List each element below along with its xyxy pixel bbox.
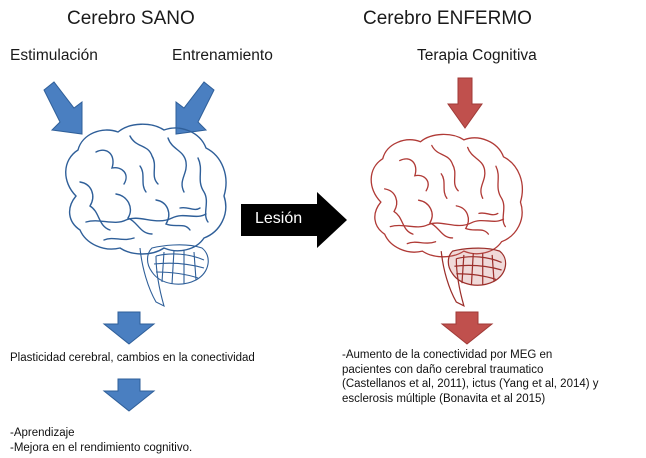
arrow-down-red-icon <box>447 77 483 129</box>
cognitive-therapy-label: Terapia Cognitiva <box>417 47 537 64</box>
stimulation-label: Estimulación <box>10 47 98 64</box>
lesion-label: Lesión <box>255 210 303 227</box>
arrow-down-blue-2-icon <box>102 378 156 412</box>
outcome-line: pacientes con daño cerebral traumatico <box>342 363 544 376</box>
arrow-diagonal-right-icon <box>175 81 215 135</box>
brain-blue-icon <box>65 123 227 308</box>
outcome-line: -Aprendizaje <box>10 427 75 439</box>
plasticity-outcome: Plasticidad cerebral, cambios en la cone… <box>10 352 255 364</box>
sick-brain-title: Cerebro ENFERMO <box>363 8 532 29</box>
outcome-line: -Mejora en el rendimiento cognitivo. <box>10 441 193 454</box>
arrow-diagonal-left-icon <box>43 81 83 135</box>
brain-red-icon <box>370 133 523 308</box>
outcome-line: esclerosis múltiple (Bonavita et al 2015… <box>342 392 546 405</box>
learning-outcome-list: -Aprendizaje -Mejora en el rendimiento c… <box>10 426 192 455</box>
training-label: Entrenamiento <box>172 47 273 64</box>
arrow-down-blue-1-icon <box>102 311 156 345</box>
outcome-line: (Castellanos et al, 2011), ictus (Yang e… <box>342 378 599 390</box>
arrow-down-red-output-icon <box>440 311 494 345</box>
meg-connectivity-outcome: -Aumento de la conectividad por MEG en p… <box>342 348 599 406</box>
outcome-line: -Aumento de la conectividad por MEG en <box>342 349 553 361</box>
lesion-arrow-icon <box>241 192 347 248</box>
healthy-brain-title: Cerebro SANO <box>67 8 195 29</box>
